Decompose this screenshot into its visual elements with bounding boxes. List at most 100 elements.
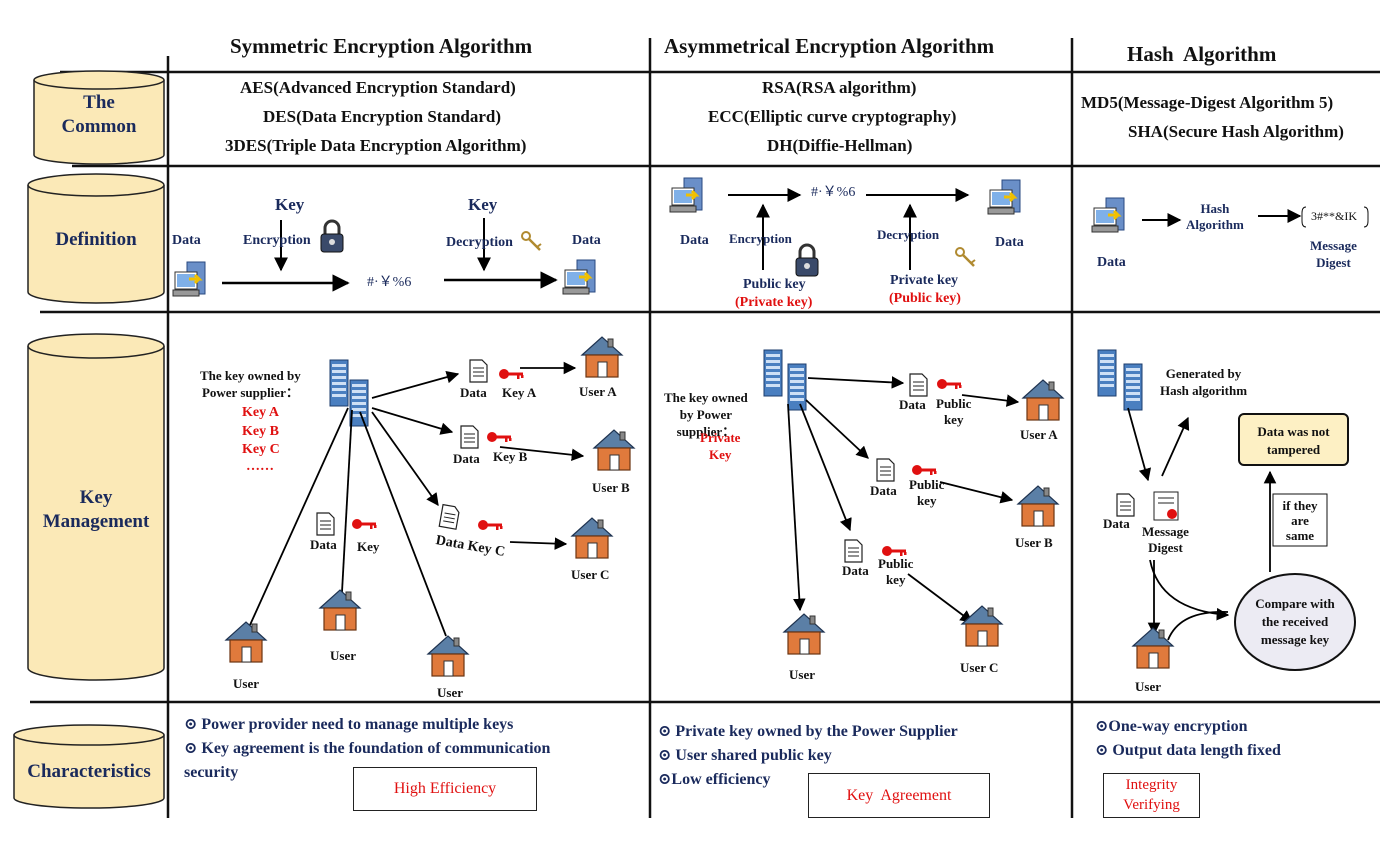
common-hash-1: MD5(Message-Digest Algorithm 5)	[1081, 93, 1334, 112]
certificate-icon	[1153, 491, 1179, 521]
asym-km-owner: The key owned by Power supplier：	[664, 390, 748, 439]
header-hash: Hash Algorithm	[1127, 42, 1277, 66]
hash-def-message-digest: Message Digest	[1310, 238, 1357, 270]
sym-km-key-more: ……	[246, 459, 274, 474]
asym-km-data-a: Data	[899, 397, 926, 412]
document-icon	[909, 373, 928, 397]
hash-def-digest-value: 3#**&IK	[1311, 209, 1357, 223]
sym-km-user-b: User B	[592, 480, 630, 495]
asym-km-private-key: Private Key	[700, 430, 741, 462]
cylinder-key-management	[27, 333, 165, 681]
row-label-key-management: Key Management	[42, 487, 150, 532]
key-icon	[352, 519, 377, 529]
house-icon	[581, 336, 623, 378]
house-icon	[1022, 379, 1064, 421]
char-sym-2: ⊙ Key agreement is the foundation of com…	[184, 740, 551, 757]
sym-def-cipher: #·￥%6	[367, 275, 412, 290]
common-asym-3: DH(Diffie-Hellman)	[767, 136, 913, 155]
computer-icon	[1090, 196, 1126, 234]
sym-km-key: Key	[357, 539, 380, 554]
server-icon	[329, 359, 349, 407]
document-icon	[1116, 493, 1135, 517]
sym-definition-graphic	[171, 218, 597, 298]
char-sym-1: ⊙ Power provider need to manage multiple…	[184, 716, 514, 733]
server-icon	[787, 363, 807, 411]
char-hash-1: ⊙One-way encryption	[1095, 718, 1248, 735]
sym-def-key1: Key	[275, 195, 305, 214]
asym-def-data-right: Data	[995, 235, 1024, 250]
sym-def-key2: Key	[468, 195, 498, 214]
table-grid	[30, 38, 1380, 818]
sym-km-key-b-label: Key B	[493, 449, 528, 464]
sym-km-key-a-label: Key A	[502, 385, 537, 400]
char-sym-3: security	[184, 764, 239, 781]
hash-def-data: Data	[1097, 255, 1126, 270]
server-icon	[763, 349, 783, 397]
char-asym-2: ⊙ User shared public key	[658, 747, 832, 764]
house-icon	[319, 589, 361, 631]
asym-km-user-b: User B	[1015, 535, 1053, 550]
char-hash-2: ⊙ Output data length fixed	[1095, 742, 1281, 759]
asym-km-user-a: User A	[1020, 427, 1058, 442]
sym-km-user-2: User	[330, 648, 356, 663]
common-asym-2: ECC(Elliptic curve cryptography)	[708, 107, 957, 126]
key-icon	[478, 520, 503, 530]
document-icon	[316, 512, 335, 536]
server-icon	[349, 379, 369, 427]
house-icon	[427, 635, 469, 677]
house-icon	[225, 621, 267, 663]
key-icon	[520, 230, 543, 252]
char-asym-1: ⊙ Private key owned by the Power Supplie…	[658, 723, 958, 740]
sym-def-data-left: Data	[172, 233, 201, 248]
asym-def-data-left: Data	[680, 233, 709, 248]
cylinder-definition	[27, 173, 165, 304]
lock-icon	[319, 219, 345, 254]
asym-km-public-key-a: Public key	[936, 396, 972, 428]
sym-km-owner: The key owned by Power supplier：	[200, 368, 301, 400]
hash-keymgmt-graphic	[1097, 349, 1356, 671]
common-sym-3: 3DES(Triple Data Encryption Algorithm)	[225, 136, 527, 155]
house-icon	[593, 429, 635, 471]
sym-km-key-a: Key A	[242, 405, 279, 420]
document-icon	[876, 458, 895, 482]
sym-def-data-right: Data	[572, 233, 601, 248]
sym-km-user-1: User	[233, 676, 259, 691]
key-icon	[882, 546, 907, 556]
sym-km-data: Data	[310, 537, 337, 552]
asym-def-encryption: Encryption	[729, 231, 792, 246]
sym-km-key-b: Key B	[242, 424, 279, 439]
asym-def-public-key-paren: (Public key)	[889, 291, 961, 306]
asym-km-data-c: Data	[842, 563, 869, 578]
header-asymmetric: Asymmetrical Encryption Algorithm	[664, 34, 995, 58]
house-icon	[783, 613, 825, 655]
asym-km-public-key-b: Public key	[909, 477, 945, 509]
char-asym-3: ⊙Low efficiency	[658, 771, 771, 788]
house-icon	[1132, 627, 1174, 669]
sym-km-data-a: Data	[460, 385, 487, 400]
sym-km-user-a: User A	[579, 384, 617, 399]
hash-def-algorithm: Hash Algorithm	[1186, 201, 1244, 233]
document-icon	[469, 359, 488, 383]
lock-icon	[794, 243, 820, 278]
sym-km-data-b: Data	[453, 451, 480, 466]
row-label-definition: Definition	[55, 229, 137, 250]
common-sym-2: DES(Data Encryption Standard)	[263, 107, 502, 126]
computer-icon	[171, 260, 207, 298]
hash-km-if-same: if they are same	[1282, 498, 1318, 543]
sym-def-encryption: Encryption	[243, 233, 311, 248]
hash-km-data: Data	[1103, 516, 1130, 531]
house-icon	[1017, 485, 1059, 527]
sym-keymgmt-graphic	[225, 336, 635, 677]
cylinder-characteristics	[13, 724, 165, 809]
document-icon	[438, 504, 461, 530]
server-icon	[1097, 349, 1117, 397]
asym-km-user-c: User C	[960, 660, 999, 675]
asym-keymgmt-graphic	[763, 349, 1064, 655]
common-asym-1: RSA(RSA algorithm)	[762, 78, 917, 97]
common-hash-2: SHA(Secure Hash Algorithm)	[1128, 122, 1344, 141]
house-icon	[961, 605, 1003, 647]
sym-km-key-c: Key C	[242, 442, 280, 457]
common-sym-1: AES(Advanced Encryption Standard)	[240, 78, 516, 97]
hash-km-message-digest: Message Digest	[1142, 524, 1189, 555]
